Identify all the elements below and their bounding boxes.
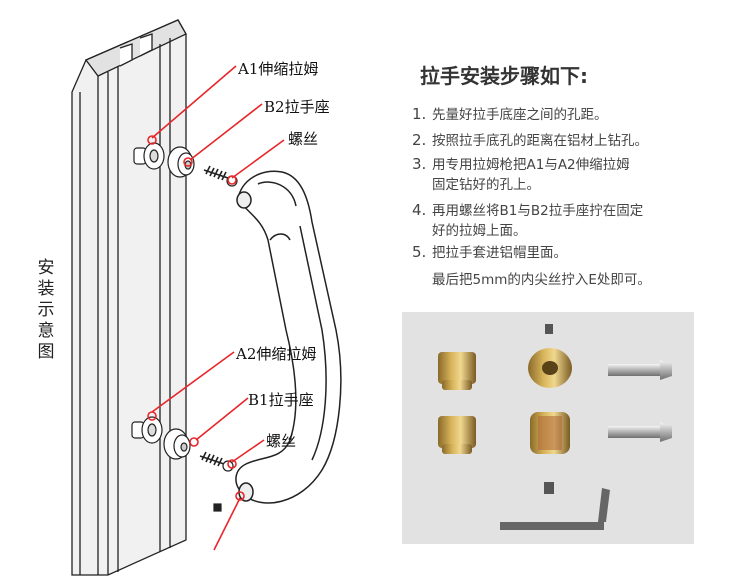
callout-b2: B2拉手座	[264, 98, 330, 116]
installation-diagram	[71, 19, 342, 576]
callout-a1: A1伸缩拉姆	[238, 60, 319, 78]
step-4: 4. 再用螺丝将B1与B2拉手座拧在固定 好的拉姆上面。	[412, 200, 643, 241]
bottom-fittings	[131, 416, 234, 512]
step-text: 按照拉手底孔的距离在铝材上钻孔。	[432, 133, 648, 149]
rivet-nut-bottom	[438, 416, 476, 454]
aluminum-profile	[71, 19, 187, 576]
step-text: 先量好拉手底座之间的孔距。	[432, 107, 608, 123]
vertical-diagram-label: 安装示意图	[36, 258, 56, 363]
step-text: 把拉手套进铝帽里面。	[432, 245, 567, 261]
callout-lines	[147, 65, 285, 551]
callout-a2: A2伸缩拉姆	[236, 345, 317, 363]
handle-base-bottom	[530, 412, 570, 454]
step-3: 3. 用专用拉姆枪把A1与A2伸缩拉姆 固定钻好的孔上。	[412, 154, 630, 195]
vertical-label-text: 安装示意图	[37, 258, 55, 362]
step-number: 4.	[412, 201, 427, 219]
callout-screw-bottom: 螺丝	[266, 432, 297, 450]
rivet-nut-top	[438, 352, 476, 390]
handle-base-top	[528, 348, 572, 388]
callout-screw-top: 螺丝	[288, 130, 319, 148]
step-text: 再用螺丝将B1与B2拉手座拧在固定	[432, 203, 644, 219]
grub-screw-top	[545, 324, 553, 334]
step-number: 5.	[412, 243, 427, 261]
handle-bar	[235, 170, 342, 504]
parts-photo	[402, 312, 694, 544]
step-number: 2.	[412, 131, 427, 149]
screw-bottom	[608, 422, 672, 442]
parts-photo-drawing	[438, 324, 672, 530]
step-text: 用专用拉姆枪把A1与A2伸缩拉姆	[432, 157, 630, 173]
grub-screw-bottom	[544, 482, 554, 494]
step-text-cont: 固定钻好的孔上。	[432, 177, 540, 193]
screw-top	[608, 360, 672, 380]
step-5: 5. 把拉手套进铝帽里面。	[412, 242, 567, 263]
step-number: 1.	[412, 105, 427, 123]
hex-key	[500, 488, 610, 530]
instructions-title: 拉手安装步骤如下:	[420, 64, 588, 88]
final-note: 最后把5mm的内尖丝拧入E处即可。	[432, 272, 651, 288]
step-number: 3.	[412, 155, 427, 173]
step-1: 1. 先量好拉手底座之间的孔距。	[412, 104, 608, 125]
step-text-cont: 好的拉姆上面。	[432, 223, 527, 239]
step-2: 2. 按照拉手底孔的距离在铝材上钻孔。	[412, 130, 648, 151]
callout-b1: B1拉手座	[248, 391, 314, 409]
